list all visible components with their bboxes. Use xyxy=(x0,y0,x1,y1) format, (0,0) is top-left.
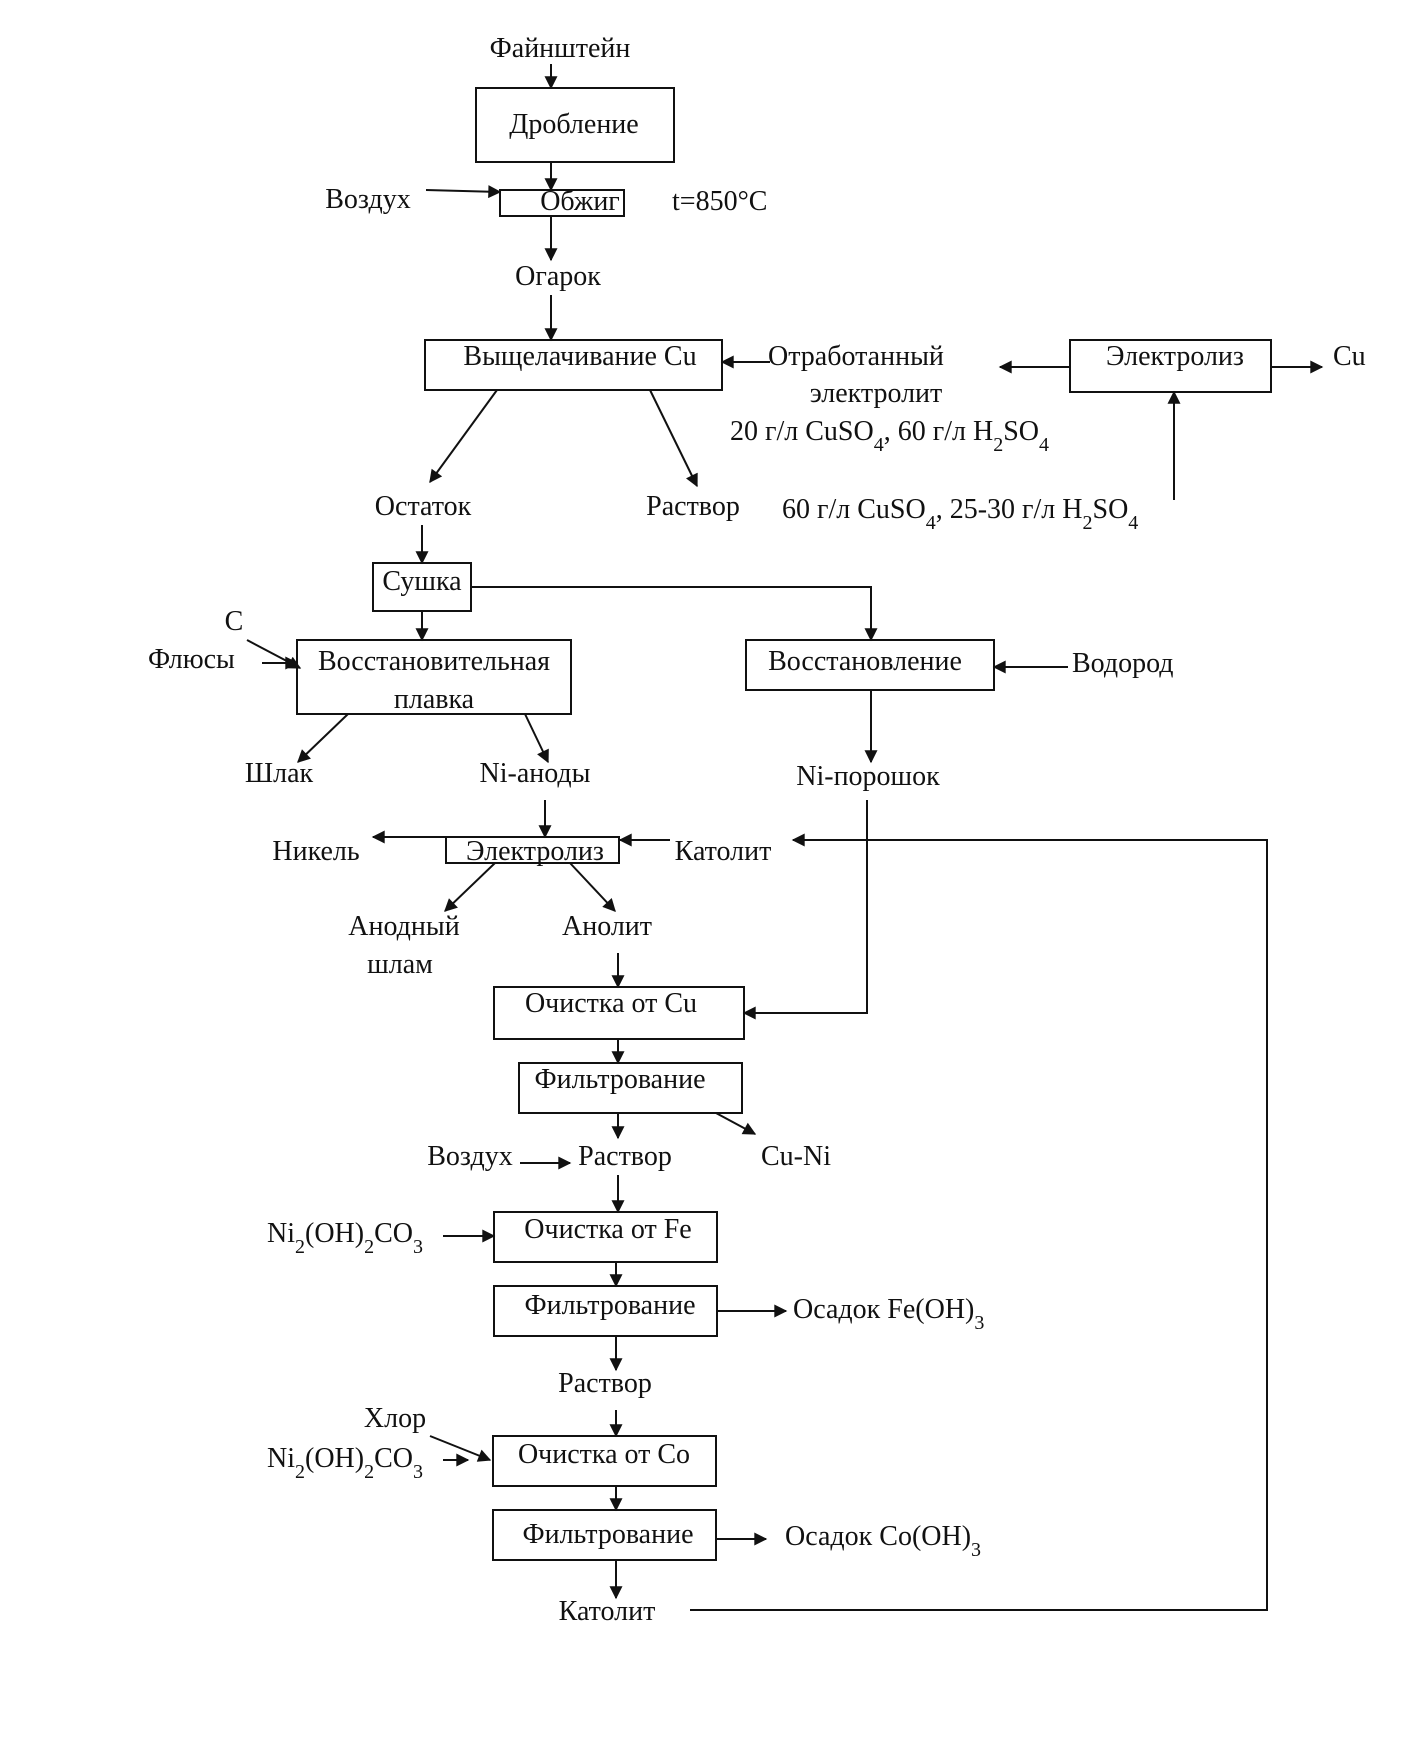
fe-purification-label: Очистка от Fe xyxy=(524,1214,691,1245)
filtration-2-box xyxy=(493,1285,718,1337)
anode-slime-label: Анодный xyxy=(348,911,459,942)
arrow-air-to-roasting xyxy=(425,185,502,199)
solution-1-label: Раствор xyxy=(578,1141,672,1172)
co-purification-label: Очистка от Co xyxy=(518,1439,690,1470)
ni-electrolysis-box xyxy=(445,836,620,864)
reduction-smelting-box xyxy=(296,639,572,715)
residue-label: Остаток xyxy=(375,491,472,522)
copper-product-label: Cu xyxy=(1333,341,1366,372)
solution-2-label: Раствор xyxy=(558,1368,652,1399)
cu-electrolysis-label: Электролиз xyxy=(1106,341,1244,372)
reduction-label: Восстановление xyxy=(768,646,962,677)
arrow-electrolysis-to-anolyte xyxy=(569,862,616,912)
anode-slime-label-2: шлам xyxy=(367,949,433,980)
ni-electrolysis-label: Электролиз xyxy=(466,836,604,867)
anolyte-label: Анолит xyxy=(562,911,652,942)
arrow-catholyte-recycle xyxy=(690,833,1268,1611)
air-2-label: Воздух xyxy=(427,1141,512,1172)
electrolyte-feed-composition: 60 г/л CuSO4, 25-30 г/л H2SO4 xyxy=(782,494,1138,534)
roasting-box xyxy=(499,189,625,217)
filtration-3-box xyxy=(492,1509,717,1561)
arrow-smelting-to-slag xyxy=(297,713,349,763)
reduction-smelting-label-2: плавка xyxy=(394,684,475,715)
spent-electrolyte-label: Отработанный xyxy=(768,341,944,372)
catholyte-label: Католит xyxy=(559,1596,656,1627)
chlorine-label: Хлор xyxy=(364,1403,426,1434)
hydrogen-label: Водород xyxy=(1072,648,1174,679)
slag-label: Шлак xyxy=(245,758,314,789)
cu-ni-label: Cu-Ni xyxy=(761,1141,831,1172)
carbonate-1-label: Ni2(OH)2CO3 xyxy=(267,1218,423,1258)
cu-purification-label: Очистка от Cu xyxy=(525,988,697,1019)
spent-electrolyte-label-2: электролит xyxy=(810,378,943,409)
ni-anodes-label: Ni-аноды xyxy=(480,758,591,789)
drying-label: Сушка xyxy=(382,566,462,597)
fluxes-label: Флюсы xyxy=(148,644,235,675)
feed-label: Файнштейн xyxy=(490,33,631,64)
arrow-electrolysis-to-anode-slime xyxy=(444,862,496,912)
cu-leaching-label: Выщелачивание Cu xyxy=(463,341,696,372)
crushing-box xyxy=(475,87,675,163)
fe-precipitate-label: Осадок Fe(OH)3 xyxy=(793,1294,984,1334)
calcine-label: Огарок xyxy=(515,261,601,292)
arrow-filtration-1-to-cu-ni xyxy=(715,1112,757,1135)
nickel-product-label: Никель xyxy=(272,836,359,867)
filtration-3-label: Фильтрование xyxy=(522,1519,693,1550)
arrow-ni-powder-to-cu-purification xyxy=(742,800,868,1020)
cu-leaching-box xyxy=(424,339,723,391)
reduction-smelting-label: Восстановительная xyxy=(318,646,550,677)
carbonate-2-label: Ni2(OH)2CO3 xyxy=(267,1443,423,1483)
filtration-2-label: Фильтрование xyxy=(524,1290,695,1321)
fe-purification-box xyxy=(493,1211,718,1263)
temperature-label: t=850°C xyxy=(672,186,767,217)
ni-powder-label: Ni-порошок xyxy=(796,761,940,792)
arrow-leaching-to-solution xyxy=(649,389,698,488)
catholyte-return-label: Католит xyxy=(675,836,772,867)
air-label: Воздух xyxy=(325,184,410,215)
carbon-label: С xyxy=(225,606,244,637)
arrow-chlorine-to-co-purification xyxy=(429,1435,492,1462)
arrow-smelting-to-ni-anodes xyxy=(524,713,549,764)
co-precipitate-label: Осадок Co(OH)3 xyxy=(785,1521,981,1561)
filtration-1-box xyxy=(518,1062,743,1114)
arrow-leaching-to-residue xyxy=(429,389,498,484)
co-purification-box xyxy=(492,1435,717,1487)
crushing-label: Дробление xyxy=(509,109,638,140)
leach-solution-label: Раствор xyxy=(646,491,740,522)
arrow-drying-to-reduction xyxy=(471,586,878,642)
spent-electrolyte-composition: 20 г/л CuSO4, 60 г/л H2SO4 xyxy=(730,416,1049,456)
filtration-1-label: Фильтрование xyxy=(534,1064,705,1095)
roasting-label: Обжиг xyxy=(540,186,620,217)
